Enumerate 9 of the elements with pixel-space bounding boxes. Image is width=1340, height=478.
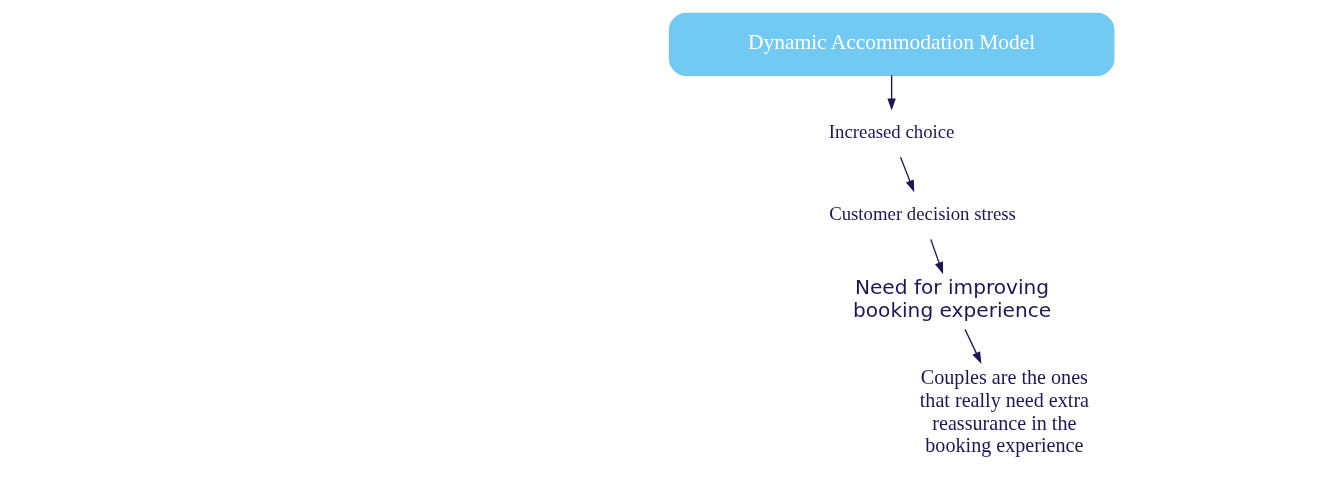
node-text: Customer decision stress bbox=[828, 202, 1016, 224]
arrow bbox=[886, 74, 896, 111]
arrow bbox=[963, 328, 981, 364]
arrow bbox=[929, 238, 943, 275]
node-box: Dynamic Accommodation Model bbox=[668, 12, 1114, 76]
node-text: Couples are the ones that really need extra reassurance in the booking experience bbox=[919, 365, 1089, 457]
node-text: Increased choice bbox=[828, 120, 954, 142]
node-text: Need for improving booking experience bbox=[852, 275, 1051, 322]
arrow bbox=[899, 156, 914, 193]
